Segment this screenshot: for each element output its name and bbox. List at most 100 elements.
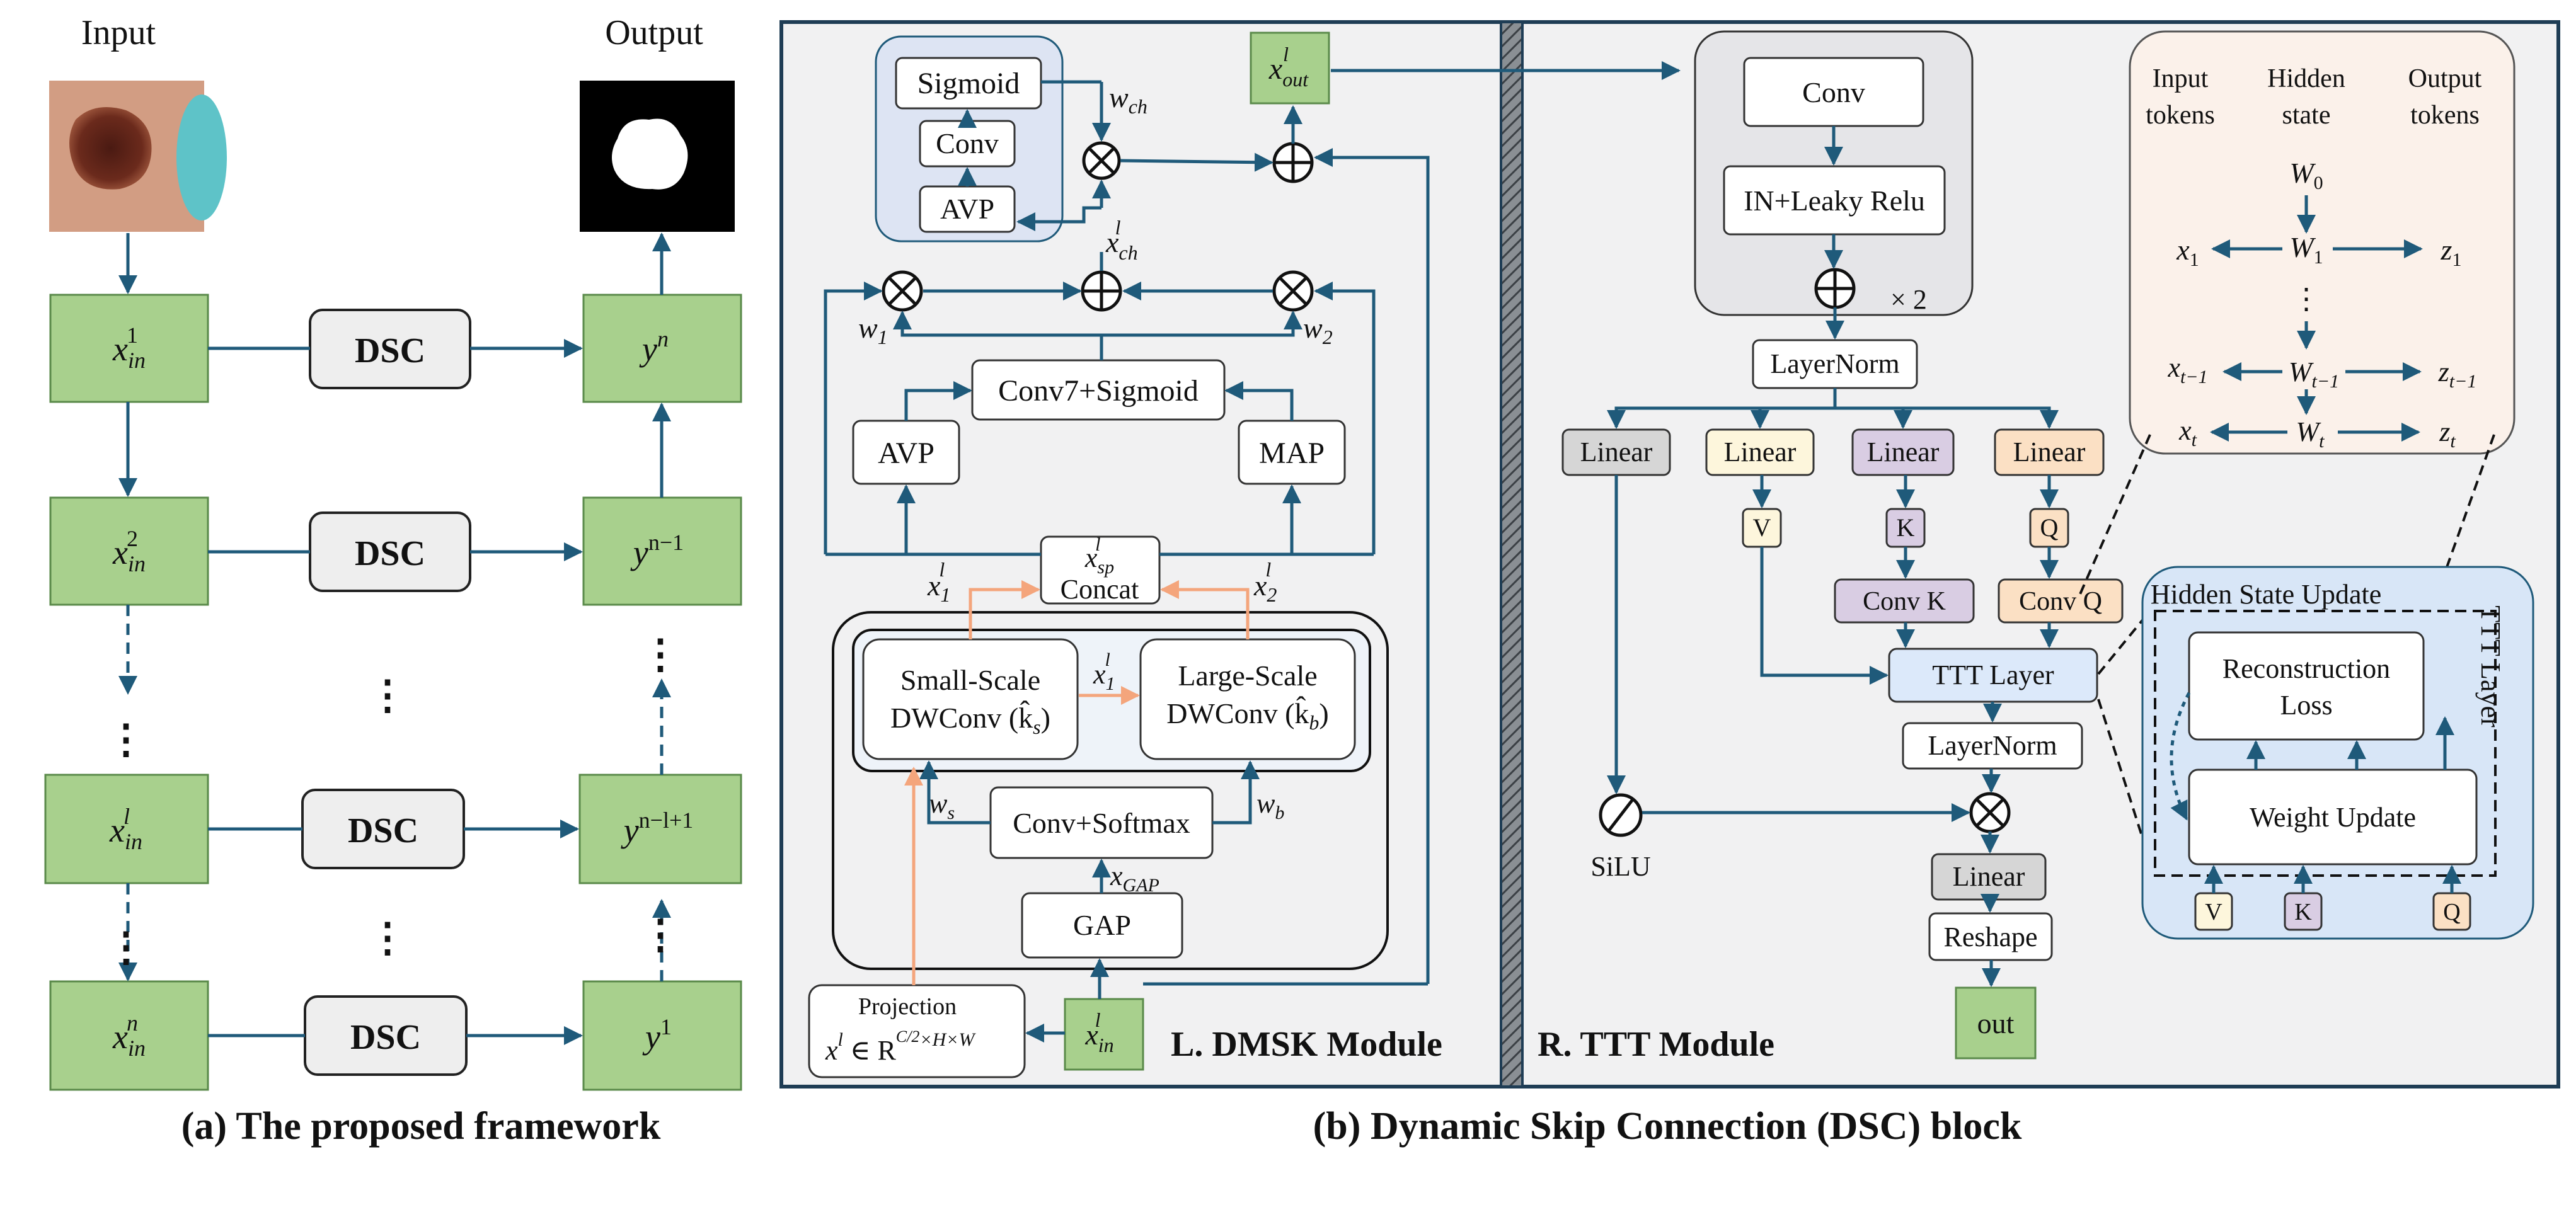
xt-token: xt <box>2178 415 2197 450</box>
dsc-block-4: DSC <box>304 995 468 1076</box>
svg-text:xinl: xinl <box>1084 1008 1113 1056</box>
svg-text:DSC: DSC <box>355 331 425 370</box>
ellipsis-decoder-2: ⋮ <box>640 912 681 957</box>
svg-text:Large-Scale: Large-Scale <box>1178 660 1317 692</box>
svg-text:Output: Output <box>2408 64 2482 93</box>
hidden-state-update-panel <box>2141 566 2534 940</box>
dsc-block-3: DSC <box>301 789 465 869</box>
spatial-add <box>1081 270 1122 312</box>
svg-text:Linear: Linear <box>1580 437 1653 467</box>
svg-text:GAP: GAP <box>1073 909 1131 941</box>
x-ch-label: xchl <box>1105 216 1138 264</box>
svg-text:xin2: xin2 <box>112 526 146 576</box>
decoder-stage-n-l-1: yn−l+1 <box>578 774 742 884</box>
output-mask-image <box>580 81 735 232</box>
dsc-block-panel: Sigmoid Conv AVP wch xchl xoutl <box>779 20 2560 1088</box>
silu-op <box>1599 793 1643 837</box>
linear-purple-box <box>1851 428 1955 476</box>
svg-text:Linear: Linear <box>1953 861 2025 892</box>
svg-text:MAP: MAP <box>1259 437 1325 470</box>
svg-text:LayerNorm: LayerNorm <box>1928 730 2057 761</box>
ttt-arrows <box>1607 126 2059 987</box>
svg-text:DSC: DSC <box>350 1018 421 1057</box>
caption-b: (b) Dynamic Skip Connection (DSC) block <box>1313 1105 2022 1148</box>
dmsk-orange-arrows <box>904 580 1250 985</box>
encoder-stage-l: xinl <box>44 774 209 884</box>
dashed-frame <box>2154 610 2497 877</box>
silu-label: SiLU <box>1590 851 1650 882</box>
svg-text:V: V <box>2205 899 2222 925</box>
ellipsis-dsc-1: ⋮ <box>367 673 408 717</box>
projection-box <box>808 984 1026 1078</box>
svg-text:Reshape: Reshape <box>1943 922 2037 952</box>
svg-text:Conv: Conv <box>936 127 999 159</box>
x2-label-top: x2l <box>1253 558 1277 606</box>
channel-multiply-op <box>1082 141 1121 180</box>
spatial-multiply-right <box>1272 270 1314 312</box>
svg-text:Linear: Linear <box>1724 437 1797 467</box>
w-ch-label: wch <box>1109 81 1147 118</box>
svg-text:xl ∈ RC/2×H×W: xl ∈ RC/2×H×W <box>825 1027 977 1066</box>
svg-text:Linear: Linear <box>1867 437 1940 467</box>
conv-q-box <box>1998 578 2124 624</box>
wb-label: wb <box>1256 788 1284 823</box>
divider-hatch <box>1500 21 1524 1088</box>
svg-text:xspl: xspl <box>1084 534 1114 578</box>
svg-text:AVP: AVP <box>940 193 994 225</box>
x1-mid-label: x1l <box>1093 649 1115 694</box>
token-arrows <box>2210 195 2423 442</box>
svg-text:Loss: Loss <box>2280 690 2332 721</box>
ttt-multiply-op <box>1969 792 2011 833</box>
encoder-stage-1: xin1 <box>49 294 209 403</box>
svg-text:DWConv (k̂s): DWConv (k̂s) <box>890 700 1050 738</box>
svg-text:Small-Scale: Small-Scale <box>900 664 1040 696</box>
w0-token: W0 <box>2289 157 2323 193</box>
z1-token: z1 <box>2441 234 2462 270</box>
svg-text:Projection: Projection <box>858 993 957 1020</box>
wt1-token: Wt−1 <box>2289 357 2339 392</box>
ttt-title: R. TTT Module <box>1538 1025 1774 1064</box>
svg-text:V: V <box>1753 513 1771 542</box>
x-out-box <box>1250 31 1330 105</box>
svg-text:Conv K: Conv K <box>1863 587 1946 616</box>
concat-box <box>1040 535 1161 605</box>
svg-text:Conv+Softmax: Conv+Softmax <box>1013 807 1190 839</box>
svg-text:tokens: tokens <box>2410 101 2480 130</box>
w1-token: W1 <box>2289 231 2323 268</box>
ellipsis-encoder-1: ⋮ <box>106 717 146 762</box>
ellipsis-encoder-2: ⋮ <box>106 925 146 969</box>
svg-text:Conv Q: Conv Q <box>2019 587 2102 616</box>
x1-token: x1 <box>2176 234 2199 270</box>
svg-text:out: out <box>1977 1007 2015 1039</box>
decoder-stage-1: y1 <box>582 980 742 1091</box>
decoder-stage-n-1: yn−1 <box>582 496 742 606</box>
times-two-label: × 2 <box>1890 284 1927 315</box>
svg-text:state: state <box>2282 101 2331 130</box>
input-label: Input <box>81 13 156 52</box>
svg-text:DWConv (k̂b): DWConv (k̂b) <box>1166 695 1328 734</box>
svg-text:K: K <box>2294 899 2312 925</box>
ttt-add-op <box>1814 268 1856 309</box>
ws-label: ws <box>929 788 955 823</box>
dsc-block-1: DSC <box>309 309 471 389</box>
w1-label: w1 <box>858 312 888 348</box>
svg-text:Weight Update: Weight Update <box>2250 802 2416 833</box>
zt-token: zt <box>2439 416 2456 452</box>
small-scale-dwconv-box <box>862 638 1079 760</box>
svg-text:Sigmoid: Sigmoid <box>917 67 1020 100</box>
token-panel <box>2129 30 2516 455</box>
svg-text:Conv: Conv <box>1802 76 1865 108</box>
svg-text:Hidden: Hidden <box>2267 64 2345 93</box>
svg-text:Input: Input <box>2153 64 2209 93</box>
svg-text:xin1: xin1 <box>112 323 146 373</box>
dsc-block-2: DSC <box>309 511 471 592</box>
zt1-token: zt−1 <box>2438 357 2477 392</box>
reconstruction-loss-box <box>2188 631 2425 741</box>
ttt-layer-side-label: TTT Layer <box>2475 605 2506 728</box>
output-add-op <box>1272 142 1314 183</box>
svg-text:tokens: tokens <box>2146 101 2215 130</box>
ellipsis-dsc-2: ⋮ <box>367 915 408 960</box>
decoder-stage-n: yn <box>582 294 742 403</box>
svg-text:Q: Q <box>2443 899 2460 925</box>
